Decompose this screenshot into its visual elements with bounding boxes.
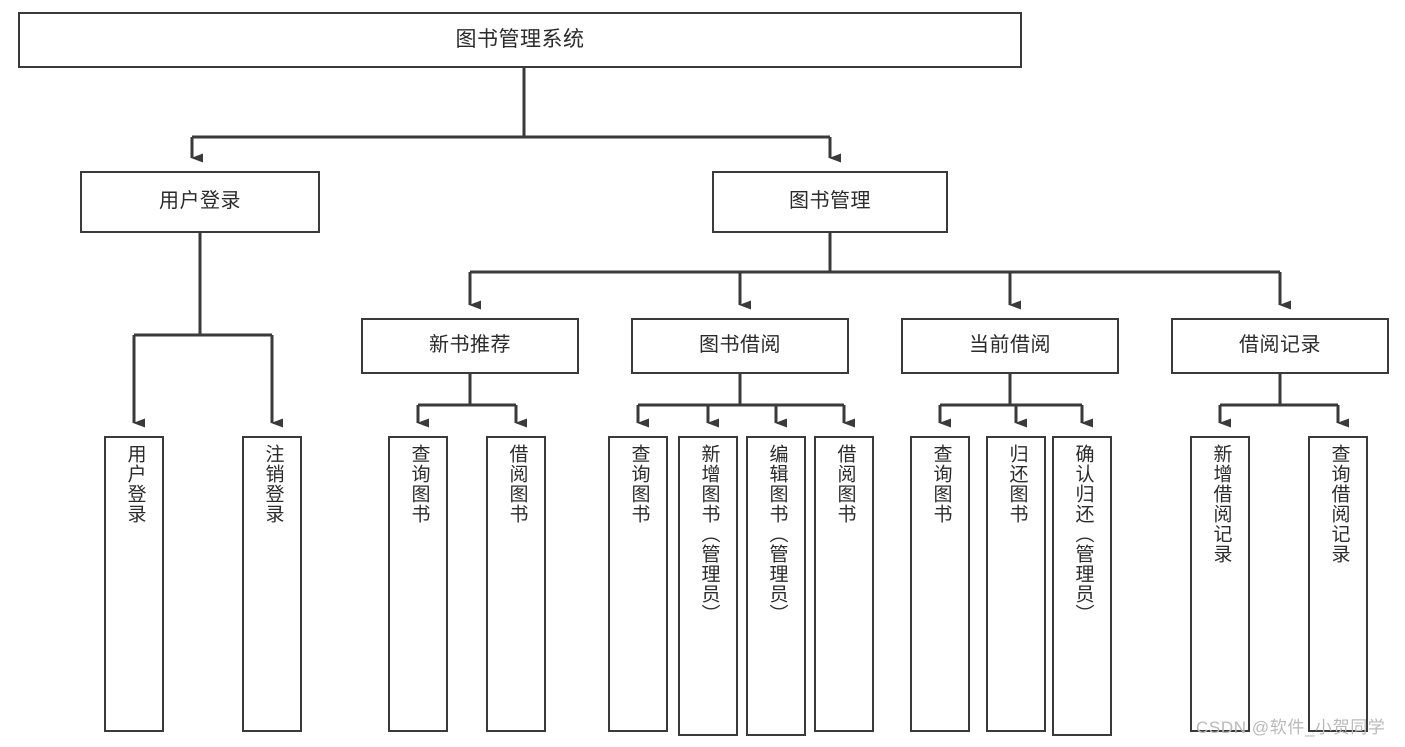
node-label-leaf-rec-query-record: 查询借阅记录 [1328, 444, 1350, 564]
node-label-book-borrow: 图书借阅 [699, 334, 781, 357]
node-label-leaf-rec-query-book: 查询图书 [408, 444, 430, 524]
node-leaf-borrow-query-book[interactable]: 查询图书 [608, 436, 668, 732]
node-book-borrow[interactable]: 图书借阅 [631, 318, 849, 374]
node-user-login[interactable]: 用户登录 [80, 171, 320, 233]
node-leaf-cur-confirm-return[interactable]: 确认归还（管理员） [1052, 436, 1112, 736]
node-label-leaf-borrow-add-book: 新增图书（管理员） [698, 444, 720, 624]
node-label-leaf-user-login: 用户登录 [124, 444, 146, 524]
node-leaf-rec-query-book[interactable]: 查询图书 [388, 436, 448, 732]
node-label-leaf-borrow-query-book: 查询图书 [628, 444, 650, 524]
node-label-leaf-cur-return-book: 归还图书 [1006, 444, 1028, 524]
node-label-borrow-record: 借阅记录 [1239, 334, 1321, 357]
node-label-leaf-user-logout: 注销登录 [262, 444, 284, 524]
node-label-leaf-borrow-edit-book: 编辑图书（管理员） [766, 444, 788, 624]
node-label-book-manage: 图书管理 [789, 190, 871, 213]
node-leaf-rec-query-record[interactable]: 查询借阅记录 [1308, 436, 1368, 732]
node-leaf-borrow-borrow-book[interactable]: 借阅图书 [814, 436, 874, 732]
node-label-user-login: 用户登录 [159, 190, 241, 213]
node-leaf-borrow-edit-book[interactable]: 编辑图书（管理员） [746, 436, 806, 736]
node-label-leaf-rec-add-record: 新增借阅记录 [1210, 444, 1232, 564]
tree-connectors [132, 68, 1349, 428]
node-label-current-borrow: 当前借阅 [969, 334, 1051, 357]
node-leaf-rec-add-record[interactable]: 新增借阅记录 [1190, 436, 1250, 732]
node-label-leaf-cur-confirm-return: 确认归还（管理员） [1072, 444, 1094, 624]
node-leaf-cur-return-book[interactable]: 归还图书 [986, 436, 1046, 732]
node-leaf-borrow-add-book[interactable]: 新增图书（管理员） [678, 436, 738, 736]
node-leaf-rec-borrow-book[interactable]: 借阅图书 [486, 436, 546, 732]
node-label-leaf-rec-borrow-book: 借阅图书 [506, 444, 528, 524]
node-label-leaf-cur-query-book: 查询图书 [930, 444, 952, 524]
node-leaf-user-logout[interactable]: 注销登录 [242, 436, 302, 732]
node-leaf-cur-query-book[interactable]: 查询图书 [910, 436, 970, 732]
node-label-new-book-rec: 新书推荐 [429, 334, 511, 357]
node-book-manage[interactable]: 图书管理 [712, 171, 948, 233]
node-current-borrow[interactable]: 当前借阅 [901, 318, 1119, 374]
node-root[interactable]: 图书管理系统 [18, 12, 1022, 68]
node-leaf-user-login[interactable]: 用户登录 [104, 436, 164, 732]
node-label-root: 图书管理系统 [455, 27, 585, 51]
node-label-leaf-borrow-borrow-book: 借阅图书 [834, 444, 856, 524]
node-new-book-rec[interactable]: 新书推荐 [361, 318, 579, 374]
node-borrow-record[interactable]: 借阅记录 [1171, 318, 1389, 374]
